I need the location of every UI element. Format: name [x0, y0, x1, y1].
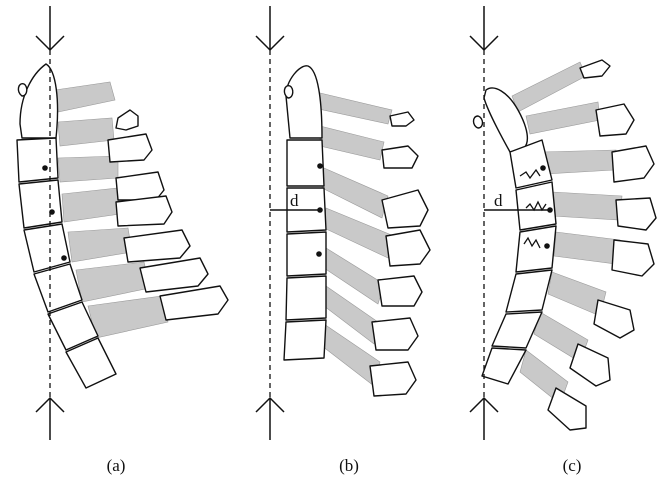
- panel-b-small-ossicle: [284, 86, 292, 98]
- panel-c-dot: [547, 207, 553, 213]
- panel-c-distance-label: d: [494, 191, 503, 210]
- panel-b-distance-label: d: [290, 191, 299, 210]
- panel-c-dot: [544, 243, 550, 249]
- panel-b-dot: [317, 163, 323, 169]
- panel-a-dot: [61, 255, 67, 261]
- panel-b-dot: [316, 251, 322, 257]
- panel-b-vertebral-bodies: [284, 66, 326, 360]
- panel-c-dot: [540, 165, 546, 171]
- panel-b-dens: [286, 66, 322, 138]
- panel-a-dens: [20, 64, 58, 138]
- panel-c-caption: (c): [563, 456, 582, 475]
- panel-a-vertebral-bodies: [17, 64, 116, 388]
- panel-b-dot: [317, 207, 323, 213]
- panel-a-small-ossicle: [18, 84, 26, 96]
- panel-b-caption: (b): [339, 456, 359, 475]
- panel-b: d (b): [256, 6, 430, 475]
- panel-a-dot: [42, 165, 48, 171]
- panel-a-caption: (a): [107, 456, 126, 475]
- panel-c-small-ossicle: [474, 116, 483, 128]
- panel-c: d (c): [470, 6, 656, 475]
- panel-b-load-axis: [256, 6, 284, 440]
- panel-a: (a): [17, 6, 228, 475]
